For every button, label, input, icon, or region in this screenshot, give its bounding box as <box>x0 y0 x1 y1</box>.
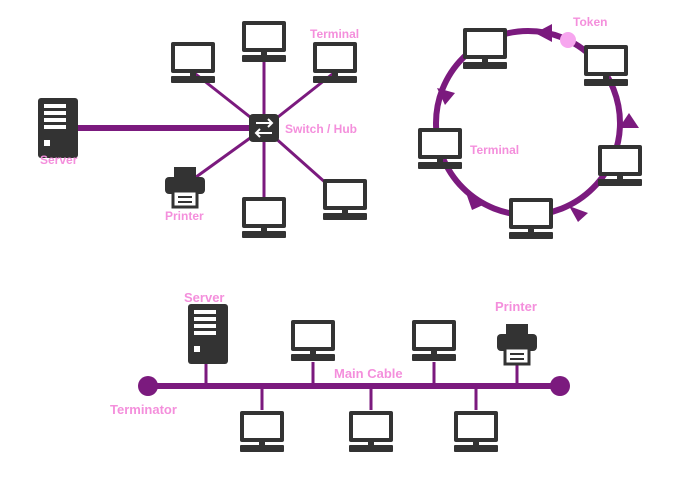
terminal-icon <box>584 45 628 86</box>
terminal-icon <box>509 198 553 239</box>
bus-topology: Server Printer Main Cable Terminator <box>110 290 570 452</box>
terminal-icon <box>242 197 286 238</box>
terminal-label: Terminal <box>470 143 519 157</box>
token-dot-icon <box>560 32 576 48</box>
terminator-label: Terminator <box>110 402 177 417</box>
server-label: Server <box>184 290 224 305</box>
star-topology: Server Terminal Switch / Hub Printer <box>38 21 367 238</box>
terminal-icon <box>240 411 284 452</box>
terminal-icon <box>454 411 498 452</box>
server-icon <box>38 98 78 158</box>
main-cable-label: Main Cable <box>334 366 403 381</box>
arrow-icon <box>619 113 639 128</box>
switch-hub-icon <box>248 113 280 143</box>
server-icon <box>188 304 228 364</box>
terminal-icon <box>598 145 642 186</box>
ring-arrows <box>437 24 639 222</box>
arrow-icon <box>535 24 552 42</box>
terminal-icon <box>242 21 286 62</box>
ring-topology: Token Terminal <box>418 15 642 239</box>
terminal-icon <box>349 411 393 452</box>
terminator-dot-icon <box>138 376 158 396</box>
printer-icon <box>163 165 207 209</box>
hub-label: Switch / Hub <box>285 122 357 136</box>
terminal-icon <box>313 42 357 83</box>
terminal-icon <box>418 128 462 169</box>
server-label: Server <box>40 153 78 167</box>
printer-label: Printer <box>495 299 537 314</box>
terminal-icon <box>171 42 215 83</box>
token-label: Token <box>573 15 607 29</box>
terminal-label: Terminal <box>310 27 359 41</box>
terminal-icon <box>463 28 507 69</box>
terminal-icon <box>291 320 335 361</box>
arrow-icon <box>569 206 588 222</box>
terminator-dot-icon <box>550 376 570 396</box>
arrow-icon <box>437 88 455 105</box>
terminal-icon <box>323 179 367 220</box>
arrow-icon <box>465 190 483 210</box>
printer-icon <box>495 322 539 366</box>
bus-drop-cables <box>204 358 519 410</box>
terminal-icon <box>412 320 456 361</box>
printer-label: Printer <box>165 209 204 223</box>
